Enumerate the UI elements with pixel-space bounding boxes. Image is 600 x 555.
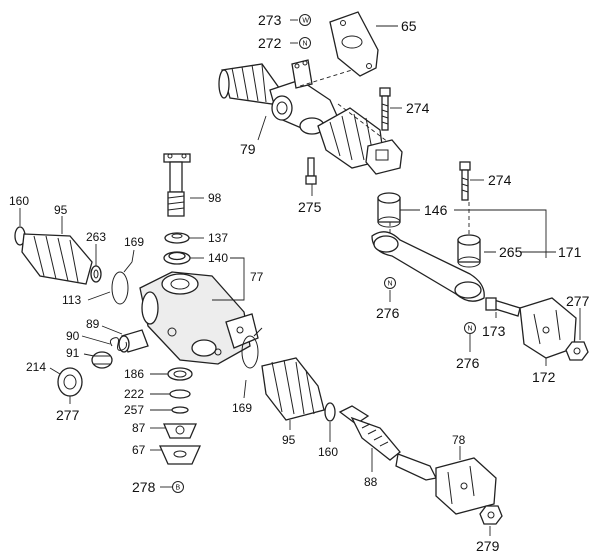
bolt-173 xyxy=(485,297,521,317)
bolt-278: B xyxy=(172,481,184,493)
tie-rod-88 xyxy=(338,405,437,481)
callout-274-right: 274 xyxy=(488,172,512,188)
ring-222 xyxy=(169,389,191,399)
boot-95-right xyxy=(261,357,325,421)
spring-90 xyxy=(109,337,127,351)
nut-272: N xyxy=(299,37,311,49)
callout-169-left: 169 xyxy=(124,235,144,249)
callout-272: 272 xyxy=(258,35,282,51)
stud-275 xyxy=(305,157,317,185)
callout-277-left: 277 xyxy=(56,407,80,423)
washer-273: W xyxy=(299,14,311,26)
washer-symbol: W xyxy=(302,18,309,25)
callout-169-right: 169 xyxy=(232,401,252,415)
callout-67: 67 xyxy=(132,443,146,457)
callout-90: 90 xyxy=(66,329,80,343)
plug-91 xyxy=(91,351,113,369)
gasket-87 xyxy=(163,423,197,439)
callout-265: 265 xyxy=(499,244,523,260)
gear-housing-77 xyxy=(139,271,259,365)
clip-169-left xyxy=(111,261,133,305)
callout-263: 263 xyxy=(86,230,106,244)
nut-symbol: N xyxy=(303,41,308,48)
nut-276-upper: N xyxy=(384,277,396,289)
nut-symbol: N xyxy=(388,281,393,288)
callout-173: 173 xyxy=(482,323,506,339)
clip-169-right xyxy=(241,327,263,369)
bolt-274-upper xyxy=(379,87,391,131)
nut-277-right xyxy=(565,341,589,361)
pinion-98 xyxy=(163,153,191,217)
top-clamp xyxy=(365,139,403,175)
bearing-186 xyxy=(167,367,193,381)
callout-171: 171 xyxy=(558,244,582,260)
callout-140: 140 xyxy=(208,251,228,265)
seal-137 xyxy=(164,232,190,244)
callout-279: 279 xyxy=(476,538,500,554)
callout-276-upper: 276 xyxy=(376,305,400,321)
callout-160-left: 160 xyxy=(9,194,29,208)
callout-77: 77 xyxy=(250,270,264,284)
callout-160-right: 160 xyxy=(318,445,338,459)
callout-214: 214 xyxy=(26,360,46,374)
callout-87: 87 xyxy=(132,421,146,435)
callout-137: 137 xyxy=(208,231,228,245)
callout-273: 273 xyxy=(258,12,282,28)
callout-labels: 65 273 272 274 79 275 146 274 265 171 27… xyxy=(9,12,590,554)
ring-257 xyxy=(171,406,189,414)
nut-276-lower: N xyxy=(464,322,476,334)
callout-65: 65 xyxy=(401,18,417,34)
boot-95-left xyxy=(21,233,93,285)
callout-275: 275 xyxy=(298,199,322,215)
callout-79: 79 xyxy=(240,141,256,157)
top-rack-housing xyxy=(269,59,339,135)
nut-279 xyxy=(479,505,503,525)
callout-113: 113 xyxy=(62,293,81,307)
callout-276-lower: 276 xyxy=(456,355,480,371)
bearing-140 xyxy=(163,251,191,265)
snap-ring-160-right xyxy=(324,402,336,422)
locknut-214 xyxy=(57,367,83,397)
callout-95-right: 95 xyxy=(282,433,296,447)
bracket-plate-65 xyxy=(329,11,379,77)
callout-88: 88 xyxy=(364,475,378,489)
callout-277-right: 277 xyxy=(566,293,590,309)
nut-symbol: N xyxy=(468,326,473,333)
ring-263 xyxy=(90,265,102,283)
callout-146: 146 xyxy=(424,202,448,218)
callout-78: 78 xyxy=(452,433,466,447)
callout-98: 98 xyxy=(208,191,222,205)
cover-67 xyxy=(158,445,202,465)
callout-89: 89 xyxy=(86,317,100,331)
callout-278: 278 xyxy=(132,479,156,495)
callout-257: 257 xyxy=(124,403,144,417)
tie-rod-arm-171 xyxy=(371,231,485,302)
callout-172: 172 xyxy=(532,369,556,385)
bolt-symbol: B xyxy=(176,485,181,492)
callout-95-left: 95 xyxy=(54,203,68,217)
callout-91: 91 xyxy=(66,346,80,360)
callout-186: 186 xyxy=(124,367,144,381)
bushing-265 xyxy=(457,234,481,268)
bushing-89 xyxy=(118,329,149,353)
bolt-274-right xyxy=(459,161,471,201)
leader-lines xyxy=(19,19,581,536)
tie-rod-end-78 xyxy=(435,457,497,515)
bushing-146 xyxy=(377,192,401,228)
callout-274-upper: 274 xyxy=(406,100,430,116)
callout-222: 222 xyxy=(124,387,144,401)
